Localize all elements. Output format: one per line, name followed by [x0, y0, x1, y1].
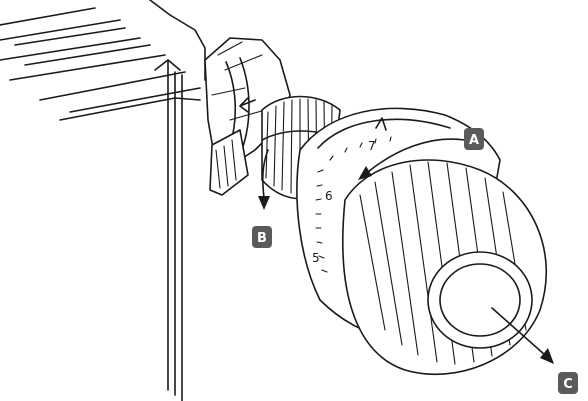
scale-number-7: 7 — [368, 139, 376, 153]
callout-label-a: A — [469, 133, 479, 148]
callout-label-b: B — [257, 231, 267, 246]
arrow-c — [491, 307, 554, 364]
arrow-b — [258, 149, 270, 210]
callout-badge-b: B — [252, 226, 272, 248]
callout-label-c: C — [563, 377, 573, 392]
scale-number-5: 5 — [312, 251, 320, 265]
arrow-a — [358, 138, 466, 180]
radiator — [0, 0, 206, 401]
thermostat-cap — [342, 159, 548, 376]
scale-number-6: 6 — [325, 189, 333, 203]
callout-badge-c: C — [558, 372, 578, 394]
callout-badge-a: A — [464, 128, 484, 150]
